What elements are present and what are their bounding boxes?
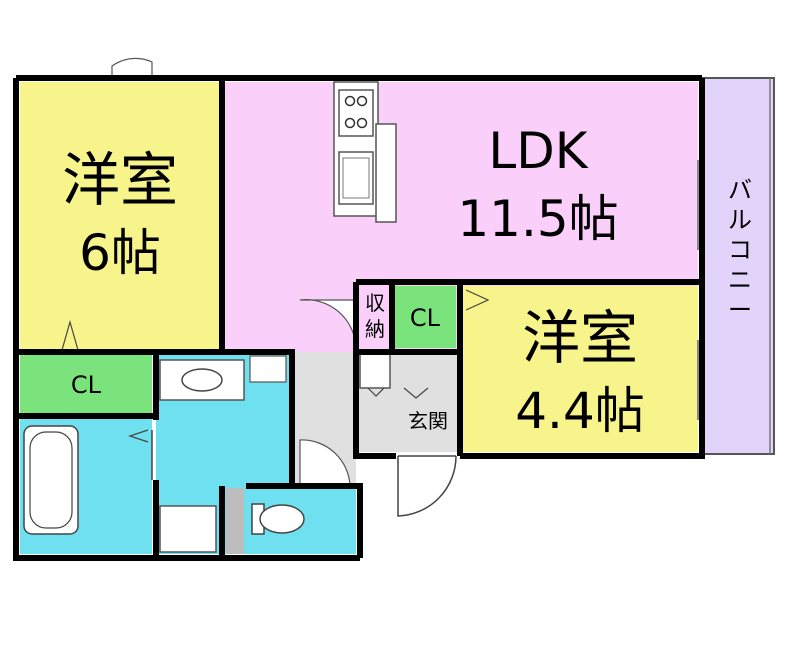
kitchen xyxy=(333,81,397,223)
toilet-fixture xyxy=(251,503,305,535)
room-label-closet-left: CL xyxy=(71,371,102,399)
room-western-6 xyxy=(20,82,220,350)
room-name-western-6: 洋室 xyxy=(62,146,178,214)
bath-door-icon xyxy=(128,429,149,443)
bathtub-inner xyxy=(29,431,73,529)
room-label-storage-2: 納 xyxy=(365,317,385,341)
entrance-step-icon xyxy=(403,387,429,399)
balcony-label: バルコニー xyxy=(728,176,752,324)
washroom-shelf xyxy=(249,355,287,383)
burner-icon xyxy=(344,95,356,107)
room-closet-left xyxy=(20,352,152,414)
kitchen-sink xyxy=(338,151,374,205)
bathtub-outer xyxy=(23,425,79,535)
shoe-cabinet xyxy=(359,351,391,389)
stove xyxy=(338,89,374,137)
wall xyxy=(246,483,363,558)
room-label-entrance: 玄関 xyxy=(408,409,448,433)
wall xyxy=(13,78,360,561)
wall xyxy=(156,349,295,486)
room-closet-mid xyxy=(394,286,456,348)
walls xyxy=(13,75,705,561)
western-6-window-swing xyxy=(111,57,153,79)
room-name-western-44: 洋室 xyxy=(522,304,638,372)
burner-icon xyxy=(344,117,356,129)
kitchen-bar-counter xyxy=(375,123,397,223)
western-44-door-icon xyxy=(465,289,490,311)
room-name-ldk: LDK xyxy=(488,122,588,180)
room-label-storage-1: 収 xyxy=(365,291,385,315)
balcony-area xyxy=(701,77,775,455)
western-6-door-icon xyxy=(61,319,79,351)
toilet-bowl-icon xyxy=(259,504,305,534)
room-storage xyxy=(360,286,390,348)
pipe-shaft xyxy=(226,488,244,554)
wall xyxy=(460,78,705,459)
balcony: バルコニー xyxy=(701,77,775,455)
vanity-counter xyxy=(159,359,245,401)
shoe-cabinet-door-icon xyxy=(367,387,385,397)
burner-icon xyxy=(356,95,368,107)
wall xyxy=(353,352,396,459)
bathtub xyxy=(23,425,79,535)
room-size-western-44: 4.4帖 xyxy=(515,382,645,440)
vanity xyxy=(159,359,245,401)
kitchen-sink-basin xyxy=(342,157,370,199)
wash-basin-icon xyxy=(181,368,223,392)
room-western-44 xyxy=(460,286,698,452)
entrance-door xyxy=(397,455,457,517)
washing-machine-space xyxy=(159,505,217,553)
burner-icon xyxy=(356,117,368,129)
room-size-western-6: 6帖 xyxy=(79,224,161,282)
room-size-ldk: 11.5帖 xyxy=(457,190,618,248)
entrance-door-swing xyxy=(397,455,457,517)
room-label-closet-mid: CL xyxy=(410,304,441,332)
